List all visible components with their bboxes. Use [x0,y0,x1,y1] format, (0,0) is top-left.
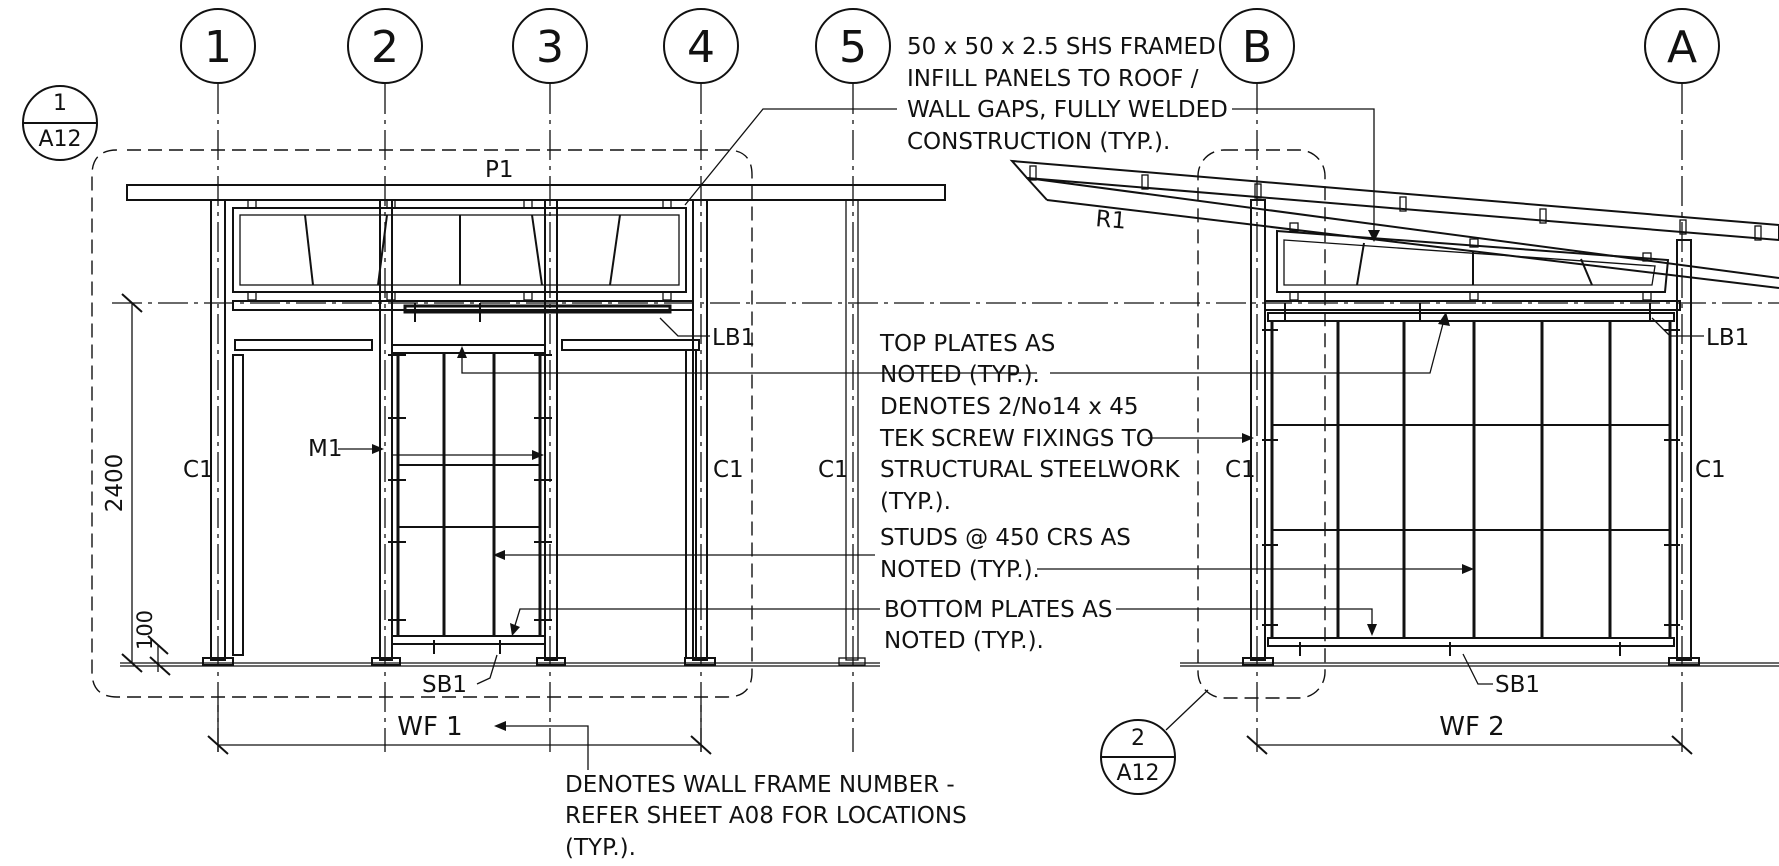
rafter-r1 [1009,159,1779,242]
section-2-number: 2 [1131,726,1145,751]
note-studs-line-1: STUDS @ 450 CRS AS [880,525,1131,551]
column-grid3 [544,199,558,661]
label-r1: R1 [1094,206,1127,235]
label-sb1-left: SB1 [422,672,467,698]
grid-label-2: 2 [371,22,399,73]
note-wall-frame-line-1: DENOTES WALL FRAME NUMBER - [565,772,955,798]
note-tek-line-4: (TYP.). [880,489,951,515]
label-lb1-left: LB1 [712,325,755,351]
note-tek-line-2: TEK SCREW FIXINGS TO [879,426,1154,452]
wall-frame-2-elevation [1009,159,1779,667]
grid-bubble-3 [512,8,588,84]
grid-centre-lines [112,84,1779,752]
label-c1-2: C1 [713,457,744,483]
roof-panel-p1 [126,184,946,201]
shs-infill-frame [232,207,687,293]
note-shs-line-2: INFILL PANELS TO ROOF / [907,66,1199,92]
note-tek-line-1: DENOTES 2/No14 x 45 [880,394,1138,420]
label-lb1-right: LB1 [1706,325,1749,351]
grid-bubble-1 [180,8,256,84]
note-shs-infill: 50 x 50 x 2.5 SHS FRAMED INFILL PANELS T… [907,34,1228,155]
grid-bubble-b [1219,8,1295,84]
section-1-number: 1 [53,91,67,116]
timber-wall-frame-wf1 [388,303,672,654]
section-marker-2: 2 A12 [1100,689,1209,795]
grid-label-5: 5 [839,22,867,73]
wf1-dimension-line: WF 1 [207,705,712,755]
section-1-sheet: A12 [38,127,81,152]
note-bottom-plates-line-2: NOTED (TYP.). [884,628,1044,654]
note-studs-line-2: NOTED (TYP.). [880,557,1040,583]
sloped-infill-mesh [1283,239,1656,286]
label-sb1-right: SB1 [1495,672,1540,698]
section-marker-1: 1 A12 [22,85,98,161]
note-tek-line-3: STRUCTURAL STEELWORK [880,457,1181,483]
column-c1-grid-b [1250,199,1266,661]
note-top-plates-line-1: TOP PLATES AS [879,331,1055,357]
wf1-label: WF 1 [397,712,462,742]
grid-label-b: B [1242,22,1272,73]
note-tek-screws: DENOTES 2/No14 x 45 TEK SCREW FIXINGS TO… [879,394,1181,515]
note-shs-line-1: 50 x 50 x 2.5 SHS FRAMED [907,34,1216,60]
purlin-cleats [1029,165,1762,241]
grid-bubble-4 [663,8,739,84]
section-2-sheet: A12 [1116,761,1159,786]
grid-bubbles: 1 2 3 4 5 B A [180,8,1720,84]
column-c1-grid-a [1676,239,1692,661]
column-c1-grid4 [692,199,708,661]
opening-head-right [561,339,700,351]
note-bottom-plates-line-1: BOTTOM PLATES AS [884,597,1112,623]
opening-jamb-left [232,354,244,656]
opening-head-left [234,339,373,351]
detail-1-boundary [91,149,753,698]
note-top-plates: TOP PLATES AS NOTED (TYP.). [879,331,1055,388]
leader-lines [338,108,1704,770]
grid-label-3: 3 [536,22,564,73]
grid-label-1: 1 [204,22,232,73]
label-c1-1: C1 [183,457,214,483]
note-wall-frame-line-3: (TYP.). [565,835,636,861]
note-top-plates-line-2: NOTED (TYP.). [880,362,1040,388]
label-c1-4: C1 [1225,457,1256,483]
grid-bubble-2 [347,8,423,84]
column-c1-grid5 [845,199,859,661]
label-m1: M1 [308,436,342,462]
height-dimension-label: 2400 [102,454,128,513]
label-p1: P1 [485,157,514,183]
grid-bubble-5 [815,8,891,84]
label-c1-3: C1 [818,457,849,483]
wall-frame-1-elevation [120,184,946,667]
timber-wall-frame-wf2 [1262,303,1680,656]
grid-label-a: A [1667,22,1697,73]
grid-label-4: 4 [687,22,715,73]
height-dimension: 2400 100 [102,293,171,676]
wf2-label: WF 2 [1439,712,1504,742]
sloped-infill-frame [1276,229,1670,293]
base-dimension-label: 100 [133,610,157,650]
opening-jamb-right [685,349,697,659]
wf2-dimension-line: WF 2 [1246,712,1693,755]
note-wall-frame-line-2: REFER SHEET A08 FOR LOCATIONS [565,803,967,829]
column-c1-grid1 [210,199,226,661]
member-labels: P1 R1 C1 C1 C1 C1 C1 LB1 LB1 M1 SB1 SB1 [183,157,1749,698]
column-grid2 [379,199,393,661]
grid-bubble-a [1644,8,1720,84]
note-studs: STUDS @ 450 CRS AS NOTED (TYP.). [880,525,1131,583]
note-wall-frame: DENOTES WALL FRAME NUMBER - REFER SHEET … [565,772,967,861]
note-shs-line-4: CONSTRUCTION (TYP.). [907,129,1170,155]
label-c1-5: C1 [1695,457,1726,483]
note-shs-line-3: WALL GAPS, FULLY WELDED [907,97,1228,123]
note-bottom-plates: BOTTOM PLATES AS NOTED (TYP.). [884,597,1112,654]
